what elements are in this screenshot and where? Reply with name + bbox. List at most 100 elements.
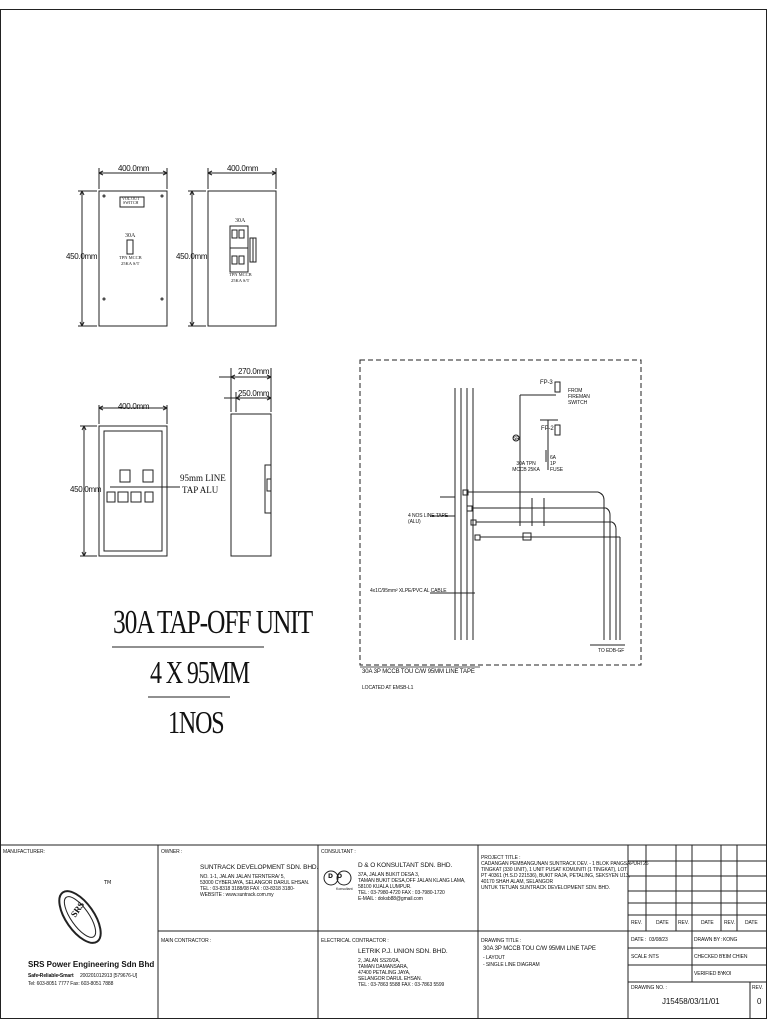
consultant-email: E-MAIL : doksb88@gmail.com [358, 896, 423, 902]
ec-address-4: SELANGOR DARUL EHSAN. [358, 976, 422, 982]
owner-address-2: 53000 CYBERJAYA, SELANGOR DARUL EHSAN. [200, 880, 310, 886]
front-open-rating: 30A [235, 218, 246, 224]
nameplate-label: VOL.OUT SWITCH [122, 196, 140, 205]
checked-by-value: LIM CHIEN [723, 954, 748, 960]
checked-by-label: CHECKED BY : [694, 954, 728, 960]
title-underlines [112, 646, 264, 698]
side-elevation [219, 368, 272, 557]
sr-label: SR [513, 436, 520, 442]
company-tagline: Safe•Reliable•Smart [28, 973, 74, 979]
owner-label: OWNER : [161, 849, 183, 855]
date-label: DATE : [631, 937, 647, 943]
project-line-2: TINGKAT (330 UNIT), 1 UNIT PUSAT KOMUNIT… [481, 867, 628, 873]
busbar-height: 450.0mm [70, 485, 102, 494]
ec-address-2: TAMAN DAMANSARA, [358, 964, 408, 970]
drawn-by-label: DRAWN BY : [694, 937, 723, 943]
srs-logo [58, 890, 102, 944]
drawing-title-2: - LAYOUT [483, 955, 505, 961]
bus-label: 4 NOS LINE TAPE (ALU) [408, 513, 448, 525]
project-line-3: PT 40361 (H.S.D 221536), BUKIT RAJA, PET… [481, 873, 630, 879]
side-depth-outer: 270.0mm [238, 367, 270, 376]
consultant-address-2: TAMAN BUKIT DESA,OFF JALAN KLANG LAMA, [358, 878, 466, 884]
main-contractor-label: MAIN CONTRACTOR : [161, 938, 212, 944]
rev-header-2: REV. [678, 920, 689, 926]
unit-quantity: 1NOS [168, 704, 225, 740]
busbar-width: 400.0mm [118, 402, 150, 411]
project-line-1: CADANGAN PEMBANGUNAN SUNTRACK DEV. - 1 B… [481, 861, 649, 867]
drawing-title-label: DRAWING TITLE : [481, 938, 522, 944]
project-line-5: UNTUK TETUAN SUNTRACK DEVELOPMENT SDN. B… [481, 885, 610, 891]
line-tape-callout-1: 95mm LINE [180, 473, 226, 483]
drawing-sheet-border [0, 9, 767, 1019]
ec-tel: TEL : 03-7863 5588 FAX : 03-7863 5599 [358, 982, 445, 988]
to-edb-label: TO EDB-GF [598, 648, 625, 654]
project-line-4: 40170 SHAH ALAM, SELANGOR [481, 879, 553, 885]
owner-website: WEBSITE : www.suntrack.com.my [200, 892, 274, 898]
srs-tm: TM [104, 880, 112, 886]
date-header-1: DATE [656, 920, 669, 926]
electrical-contractor-label: ELECTRICAL CONTRACTOR : [321, 938, 389, 944]
consultant-logo-sub: Konsultant [336, 887, 353, 891]
front-open-ka-label: 25KA S/T [231, 278, 250, 283]
front-open-width: 400.0mm [227, 164, 259, 173]
company-name: SRS Power Engineering Sdn Bhd [28, 960, 155, 969]
project-title-label: PROJECT TITLE : [481, 855, 521, 861]
front-closed-width: 400.0mm [118, 164, 150, 173]
drawn-by-value: KONG [723, 937, 738, 943]
date-header-3: DATE [745, 920, 758, 926]
ec-address-3: 47400 PETALING JAYA, [358, 970, 411, 976]
fuse-label: 6A 1P FUSE [550, 455, 563, 473]
unit-size: 4 X 95MM [150, 654, 250, 690]
date-value: 03/08/23 [649, 937, 668, 943]
company-contact: Tel: 603-8051 7777 Fax: 603-8051 7888 [28, 981, 114, 987]
consultant-label: CONSULTANT : [321, 849, 356, 855]
consultant-address-1: 37A, JALAN BUKIT DESA 3, [358, 872, 420, 878]
consultant-name: D & O KONSULTANT SDN. BHD. [358, 862, 453, 869]
unit-title: 30A TAP-OFF UNIT [113, 604, 313, 641]
busbar-elevation [80, 405, 180, 557]
ec-name: LETRIK P.J. UNION SDN. BHD. [358, 948, 448, 955]
front-closed-ka-label: 25KA S/T [121, 261, 140, 266]
consultant-logo-text: DO [328, 873, 347, 880]
line-tape-callout-2: TAP ALU [182, 485, 219, 495]
owner-address-1: NO. 1-1, JALAN JALAN TERNTERA/ 5, [200, 874, 285, 880]
front-open-height: 450.0mm [176, 252, 208, 261]
front-open-elevation [188, 168, 277, 327]
single-line-diagram [359, 359, 642, 668]
manufacturer-label: MANUFACTURER: [3, 849, 45, 855]
owner-address-3: TEL : 03-8318 3188/08 FAX : 03-8318 3180… [200, 886, 295, 892]
drawing-no-label: DRAWING NO. : [631, 985, 667, 991]
rev-label: REV. [752, 985, 763, 991]
title-block-lines [0, 844, 767, 1019]
side-depth-inner: 250.0mm [238, 389, 270, 398]
date-header-2: DATE [701, 920, 714, 926]
owner-name: SUNTRACK DEVELOPMENT SDN. BHD. [200, 864, 319, 871]
verified-by-label: VERIFIED BY : [694, 971, 727, 977]
rev-header-1: REV. [631, 920, 642, 926]
mccb-label: 30A TPN MCCB 25KA [512, 461, 540, 473]
verified-by-value: KOI [723, 971, 732, 977]
consultant-tel: TEL : 03-7980-4720 FAX : 03-7980-1720 [358, 890, 445, 896]
cable-label: 4x1C/95mm² XLPE/PVC AL CABLE [370, 588, 447, 594]
front-closed-mccb-label: TPN MCCB [119, 255, 142, 260]
consultant-address-3: 58100 KUALA LUMPUR. [358, 884, 412, 890]
fp3-label: FP-3 [540, 380, 553, 386]
scale-value: NTS [649, 954, 659, 960]
front-closed-rating: 30A [125, 233, 136, 239]
rev-value: 0 [757, 997, 762, 1006]
schematic-subtitle: LOCATED AT EMSB-L1 [362, 685, 414, 691]
ec-address-1: 2, JALAN SS20/2A, [358, 958, 400, 964]
schematic-title: 30A 3P MCCB TOU C/W 95MM LINE TAPE [362, 669, 475, 675]
drawing-title-1: 30A 3P MCCB TOU C/W 95MM LINE TAPE [483, 946, 596, 952]
drawing-title-3: - SINGLE LINE DIAGRAM [483, 962, 540, 968]
front-closed-elevation [78, 168, 168, 327]
fp2-label: FP-2 [541, 426, 554, 432]
scale-label: SCALE : [631, 954, 650, 960]
rev-header-3: REV. [724, 920, 735, 926]
front-closed-height: 450.0mm [66, 252, 98, 261]
company-reg: 200201012913 [579676-U] [80, 973, 138, 979]
front-open-mccb-label: TPN MCCB [229, 272, 252, 277]
fireman-switch-label: FROM FIREMAN SWITCH [568, 388, 590, 406]
drawing-no-value: J15458/03/11/01 [662, 997, 720, 1006]
